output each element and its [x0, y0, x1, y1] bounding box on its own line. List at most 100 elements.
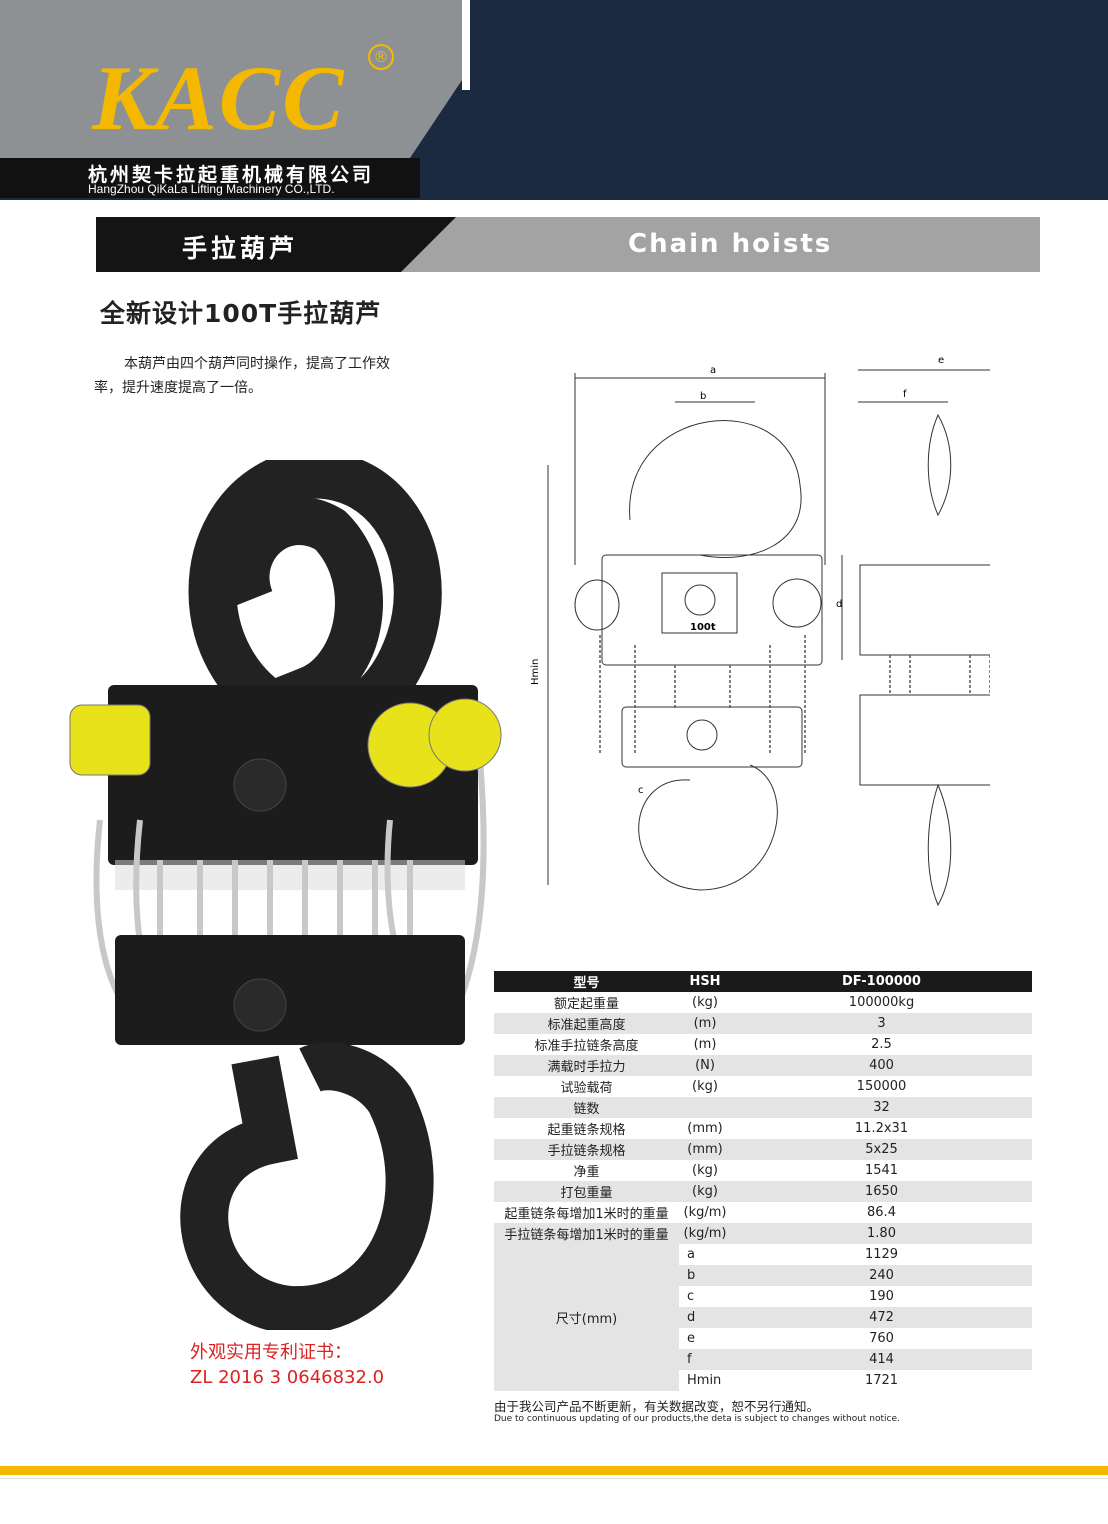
table-row: 净重 (kg) 1541: [494, 1160, 1032, 1181]
row-label: 手拉链条规格: [494, 1139, 679, 1160]
dim-label-b: b: [700, 391, 706, 402]
row-unit: [679, 1097, 731, 1118]
row-unit: (kg): [692, 995, 718, 1010]
row-value: 2.5: [871, 1037, 892, 1052]
header-banner: KACC ® 杭州契卡拉起重机械有限公司 HangZhou QiKaLa Lif…: [0, 0, 1108, 200]
row-label: 额定起重量: [553, 997, 619, 1012]
dimension-name: d: [679, 1307, 731, 1328]
load-plate: 100t: [690, 622, 716, 633]
row-unit: (kg/m): [679, 1223, 731, 1244]
patent-info: 外观实用专利证书： ZL 2016 3 0646832.0: [190, 1340, 384, 1390]
row-unit: (kg): [692, 1163, 718, 1178]
row-label: 标准起重高度: [494, 1013, 679, 1034]
dimension-name: e: [687, 1331, 695, 1346]
row-unit: (kg/m): [683, 1205, 727, 1220]
table-row: 满载时手拉力(N)400: [494, 1055, 1032, 1076]
dimension-name: Hmin: [687, 1373, 722, 1388]
row-value: 400: [731, 1055, 1032, 1076]
registered-mark: ®: [368, 44, 394, 70]
row-label: 试验载荷: [560, 1081, 613, 1096]
table-header: 型号 HSH DF-100000: [494, 971, 1032, 992]
dimension-name: c: [687, 1289, 695, 1304]
table-row: 试验载荷 (kg) 150000: [494, 1076, 1032, 1097]
spec-table: 型号 HSH DF-100000 额定起重量 (kg) 100000kg 标准起重高度…: [494, 971, 1032, 1391]
table-row: 手拉链条规格(mm)5x25: [494, 1139, 1032, 1160]
dim-label-hmin: Hmin: [530, 659, 541, 685]
dimension-value: 414: [731, 1349, 1032, 1370]
table-row: 尺寸(mm) a 1129: [494, 1244, 1032, 1391]
row-unit: (mm): [679, 1139, 731, 1160]
row-unit: (kg): [679, 1181, 731, 1202]
dimension-value: 760: [869, 1331, 894, 1346]
patent-number: ZL 2016 3 0646832.0: [190, 1367, 385, 1388]
dim-label-c: c: [638, 785, 644, 796]
dimension-drawing: a b c d e f Hmin 100t: [530, 355, 990, 907]
header-model: 型号: [494, 971, 679, 992]
dimension-value: 240: [731, 1265, 1032, 1286]
note-cn: 由于我公司产品不断更新，有关数据改变，恕不另行通知。: [494, 1399, 820, 1414]
dimension-value: 1129: [864, 1247, 899, 1262]
row-value: 100000kg: [848, 995, 915, 1010]
dimension-value: 1721: [864, 1373, 899, 1388]
table-row: 打包重量(kg)1650: [494, 1181, 1032, 1202]
table-row: e 760: [494, 1328, 1032, 1349]
row-label: 净重: [573, 1165, 600, 1180]
dimension-name: a: [687, 1247, 695, 1262]
row-unit: (kg): [692, 1079, 718, 1094]
patent-label: 外观实用专利证书：: [190, 1342, 352, 1363]
section-title-cn: 手拉葫芦: [182, 234, 299, 263]
dimension-name: b: [679, 1265, 731, 1286]
row-value: 1.80: [731, 1223, 1032, 1244]
table-row: 手拉链条每增加1米时的重量(kg/m)1.80: [494, 1223, 1032, 1244]
table-row: 链数 32: [494, 1097, 1032, 1118]
table-row: 起重链条规格 (mm) 11.2x31: [494, 1118, 1032, 1139]
header-gray-panel: [0, 0, 462, 158]
note-en: Due to continuous updating of our produc…: [494, 1414, 900, 1424]
row-value: 1650: [731, 1181, 1032, 1202]
size-label: 尺寸(mm): [494, 1244, 679, 1391]
header-divider: [462, 0, 470, 90]
row-label: 打包重量: [494, 1181, 679, 1202]
row-value: 11.2x31: [854, 1121, 909, 1136]
header-model-number: DF-100000: [731, 971, 1032, 992]
table-row: 标准手拉链条高度(m)2.5: [494, 1034, 1032, 1055]
dim-label-d: d: [836, 599, 842, 610]
product-description: 本葫芦由四个葫芦同时操作，提高了工作效率，提升速度提高了一倍。: [94, 356, 390, 396]
header-strip: [0, 158, 420, 198]
dim-label-f: f: [903, 389, 907, 400]
footer-yellow-bar: [0, 1466, 1108, 1475]
dimension-value: 472: [731, 1307, 1032, 1328]
row-label: 手拉链条每增加1米时的重量: [494, 1223, 679, 1244]
row-value: 32: [731, 1097, 1032, 1118]
row-label: 起重链条规格: [547, 1123, 626, 1138]
row-value: 86.4: [867, 1205, 896, 1220]
header-series: HSH: [679, 971, 731, 992]
footer-line: [0, 1478, 1108, 1479]
section-title-en: Chain hoists: [628, 229, 833, 259]
table-row: 标准起重高度(m)3: [494, 1013, 1032, 1034]
logo: KACC: [92, 47, 346, 149]
dimension-name: f: [679, 1349, 731, 1370]
row-value: 3: [731, 1013, 1032, 1034]
dim-label-a: a: [710, 365, 716, 376]
table-row: Hmin 1721: [494, 1370, 1032, 1391]
row-value: 5x25: [731, 1139, 1032, 1160]
row-unit: (mm): [687, 1121, 723, 1136]
section-bar-dark: [96, 217, 456, 272]
table-row: c 190: [494, 1286, 1032, 1307]
company-name-cn: 杭州契卡拉起重机械有限公司: [88, 164, 375, 186]
row-label: 标准手拉链条高度: [534, 1039, 639, 1054]
row-value: 1541: [864, 1163, 899, 1178]
product-title: 全新设计100T手拉葫芦: [100, 299, 382, 328]
row-unit: (m): [679, 1013, 731, 1034]
hoist-photo: [69, 460, 502, 1330]
row-label: 链数: [494, 1097, 679, 1118]
row-label: 起重链条每增加1米时的重量: [504, 1207, 669, 1222]
company-name-en: HangZhou QiKaLa Lifting Machinery CO.,LT…: [88, 182, 335, 196]
dimension-value: 190: [869, 1289, 894, 1304]
row-unit: (N): [679, 1055, 731, 1076]
row-value: 150000: [856, 1079, 907, 1094]
